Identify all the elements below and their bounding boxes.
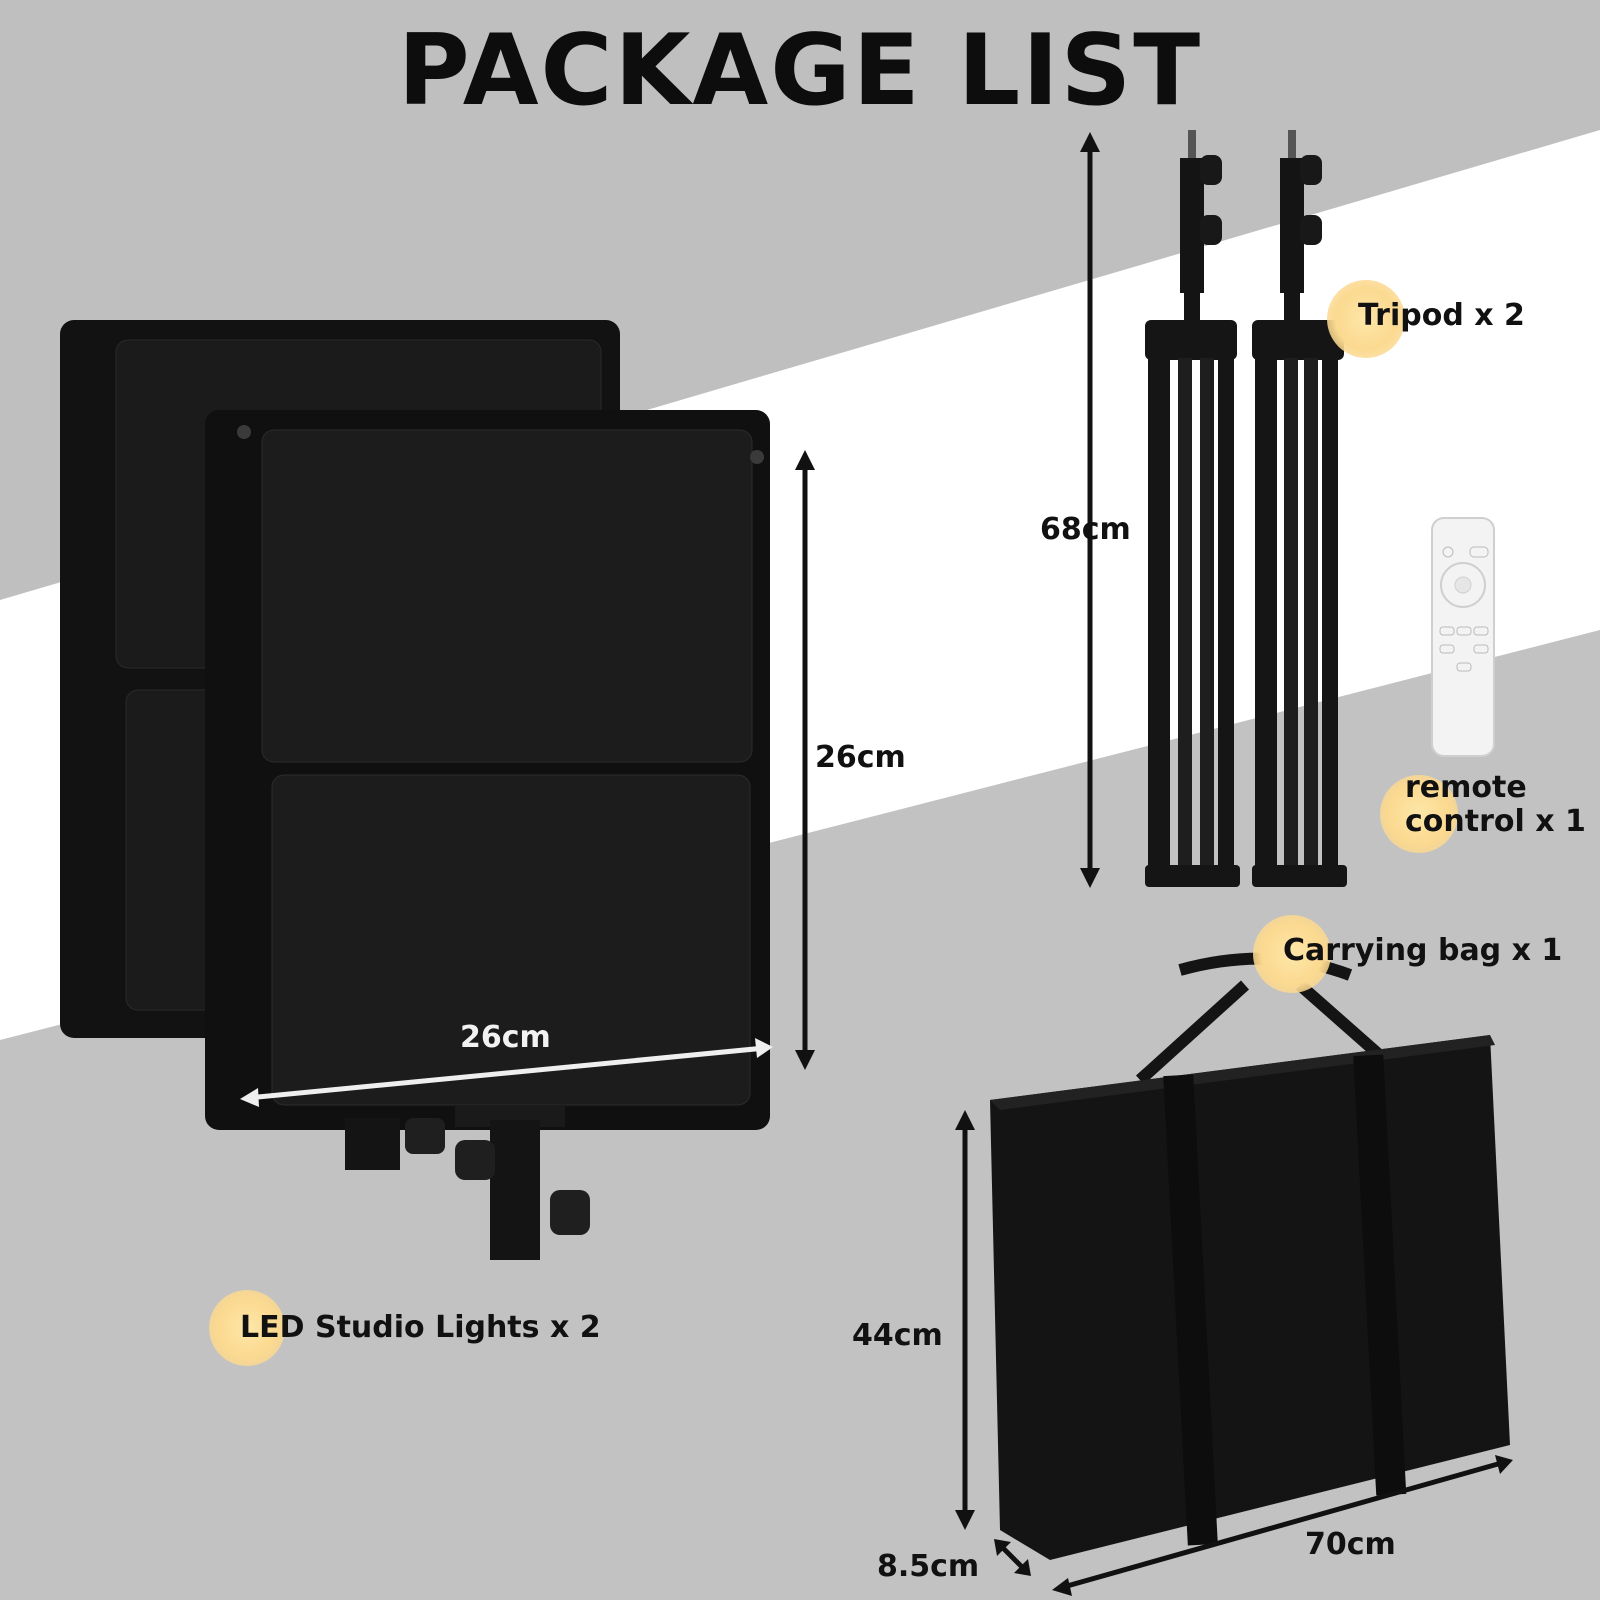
tripod-label: Tripod x 2 (1358, 298, 1525, 333)
bag-width-arrow (1052, 1455, 1513, 1596)
remote-accent-dot (1380, 775, 1458, 853)
led-panel-front (205, 410, 770, 1260)
bag-depth-label: 8.5cm (877, 1549, 980, 1584)
lights-label: LED Studio Lights x 2 (240, 1310, 601, 1345)
light-width-label: 26cm (460, 1020, 551, 1055)
bag-width-label: 70cm (1305, 1527, 1396, 1562)
bag-accent-dot (1253, 915, 1331, 993)
bag-height-arrow (955, 1110, 975, 1530)
tripod-height-label: 68cm (1040, 512, 1131, 547)
bag-height-label: 44cm (852, 1318, 943, 1353)
remote-control (1431, 517, 1495, 757)
tripod-right (1252, 130, 1347, 887)
bag-depth-arrow (994, 1539, 1031, 1576)
carrying-bag (990, 952, 1510, 1560)
tripod-accent-dot (1327, 280, 1405, 358)
lights-accent-dot (209, 1290, 285, 1366)
light-width-arrow (240, 1038, 773, 1107)
remote-label-line2: control x 1 (1405, 804, 1586, 839)
bag-label: Carrying bag x 1 (1283, 933, 1563, 968)
light-height-label: 26cm (815, 740, 906, 775)
tripod-height-arrow (1080, 132, 1100, 888)
tripod-left (1145, 130, 1240, 887)
page-title: PACKAGE LIST (397, 14, 1203, 128)
remote-label-line1: remote (1405, 770, 1527, 805)
light-height-arrow (795, 450, 815, 1070)
